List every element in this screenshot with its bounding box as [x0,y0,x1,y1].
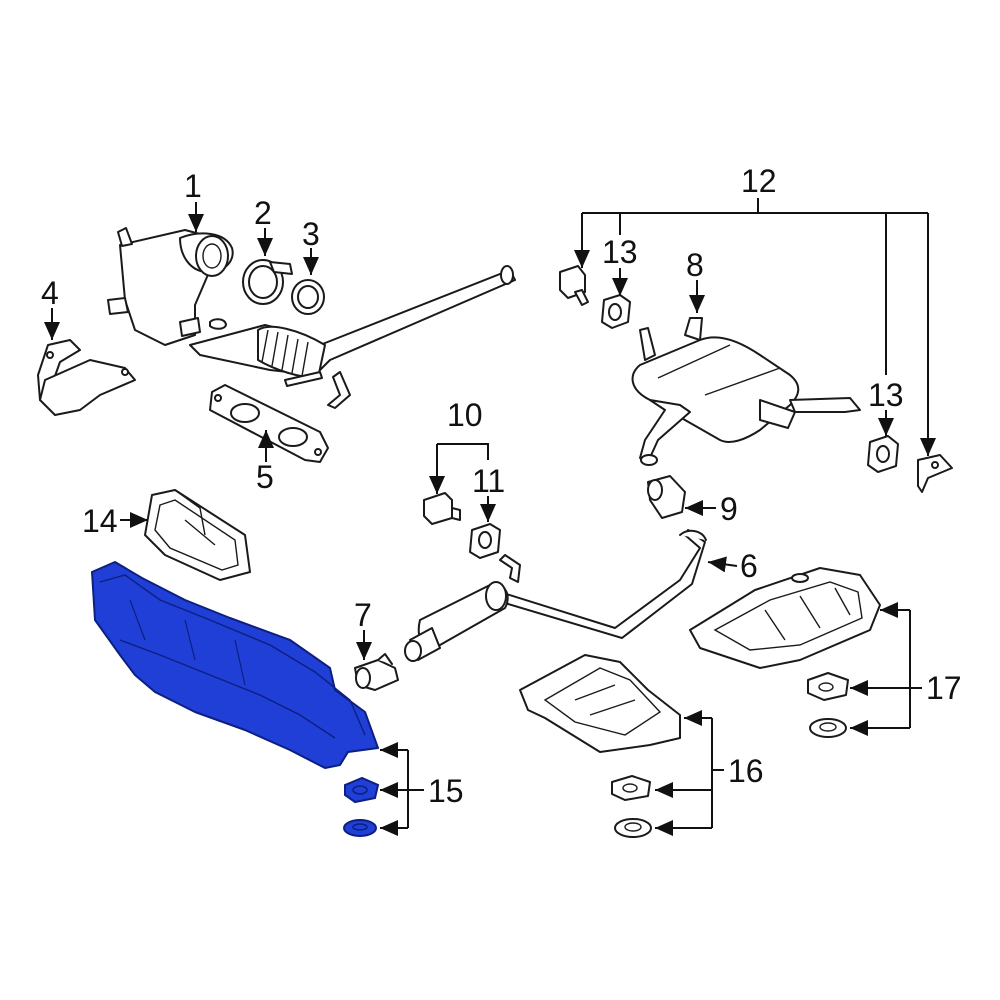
callout-8: 8 [686,247,704,283]
callout-5: 5 [256,459,274,495]
callout-10: 10 [447,397,483,433]
catalytic-converter [107,227,516,409]
callout-2: 2 [254,195,272,231]
connector-9 [647,475,686,519]
hanger-12-left [559,265,589,306]
bracket [37,339,136,416]
callout-16: 16 [728,753,764,789]
fastener-nut-15 [344,776,380,804]
fastener-nut-16 [611,775,651,801]
fastener-washer-17 [809,718,847,738]
fastener-nut-17 [807,672,849,701]
callout-4: 4 [41,275,59,311]
callout-13-right: 13 [868,377,904,413]
callout-1: 1 [184,168,202,204]
flange-gasket [209,384,329,463]
callout-13-left: 13 [602,234,638,270]
callout-9: 9 [720,491,738,527]
heat-shield-17 [689,567,881,669]
callout-labels: 1 2 3 4 5 6 7 8 9 10 11 12 13 13 14 15 1… [41,163,962,809]
heat-shield-upper [144,489,251,581]
insulator-13-left [601,294,631,329]
callout-7: 7 [354,597,372,633]
fastener-washer-16 [614,818,652,838]
heat-shield-16 [519,654,681,753]
clamp [242,259,293,305]
callout-14: 14 [82,503,118,539]
leader-lines [44,198,936,836]
heat-shield-highlighted [91,561,379,769]
rear-muffler [631,317,861,466]
callout-3: 3 [302,216,320,252]
callout-11: 11 [472,463,505,499]
callout-17: 17 [926,670,962,706]
hanger-10 [423,492,461,525]
callout-6: 6 [740,548,758,584]
gasket-ring [291,279,325,315]
insulator-13-right [867,435,899,473]
callout-15: 15 [428,773,464,809]
pipe-clamp-7 [354,653,399,691]
callout-12: 12 [741,163,777,199]
insulator-11 [469,523,501,559]
fastener-washer-15 [343,819,377,837]
middle-muffler-pipe [404,529,707,662]
hanger-12-right [917,454,953,493]
